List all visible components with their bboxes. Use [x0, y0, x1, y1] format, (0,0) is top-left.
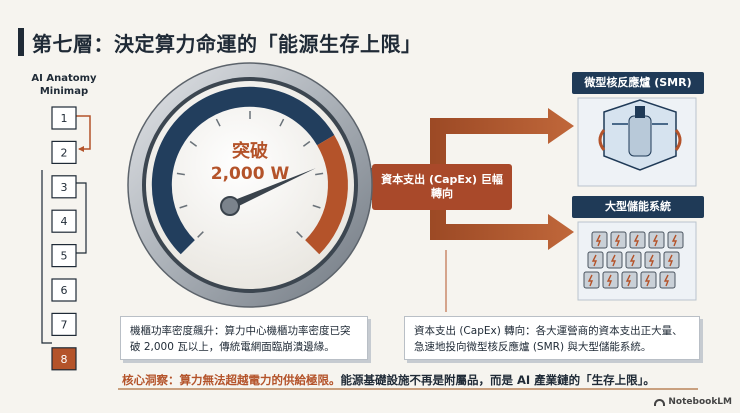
core-insight-text: 能源基礎設施不再是附屬品，而是 AI 產業鏈的「生存上限」。: [340, 373, 655, 387]
description-rack-power: 機櫃功率密度飆升：算力中心機櫃功率密度已突破 2,000 瓦以上，傳統電網面臨崩…: [120, 316, 368, 360]
gauge-label: 突破 2,000 W: [200, 140, 300, 186]
minimap-bracket: [76, 182, 87, 254]
gauge-tick: [315, 172, 324, 176]
minimap-item-5: 5: [51, 244, 77, 268]
panel-header-storage: 大型儲能系統: [572, 196, 704, 218]
lightning-icon: [633, 234, 640, 247]
capex-banner: [372, 164, 512, 210]
battery-cell-icon: [591, 231, 608, 249]
lightning-icon: [644, 274, 651, 287]
gauge-tick: [176, 172, 185, 176]
minimap-box: [51, 106, 77, 130]
gauge-tick: [179, 204, 188, 209]
gauge-tick: [279, 118, 285, 127]
lightning-icon: [648, 254, 655, 267]
gauge-tick: [189, 140, 198, 147]
smr-illustration: [577, 97, 697, 187]
battery-cell-icon: [659, 271, 676, 289]
core-insight: 核心洞察：算力無法超越電力的供給極限。能源基礎設施不再是附屬品，而是 AI 產業…: [122, 372, 655, 388]
minimap-item-7: 7: [51, 312, 77, 336]
minimap-label: 8: [61, 353, 68, 366]
lightning-icon: [667, 254, 674, 267]
watermark-text: NotebookLM: [668, 397, 732, 407]
battery-cell-icon: [663, 251, 680, 269]
battery-cell-icon: [640, 271, 657, 289]
minimap-item-3: 3: [51, 175, 77, 199]
battery-cell-icon: [648, 231, 665, 249]
minimap-label: 1: [61, 112, 68, 125]
core-insight-highlight: 核心洞察：算力無法超越電力的供給極限。: [122, 373, 341, 387]
watermark: NotebookLM: [654, 397, 732, 407]
gauge-arc-normal: [151, 86, 335, 255]
lightning-icon: [652, 234, 659, 247]
gauge-tick: [312, 204, 321, 209]
gauge-arc-danger: [304, 135, 348, 255]
minimap-item-4: 4: [51, 209, 77, 233]
minimap-box: [51, 312, 77, 336]
gauge-tick: [215, 118, 221, 127]
minimap-box: [51, 175, 77, 199]
lightning-icon: [614, 234, 621, 247]
battery-cell-icon: [583, 271, 600, 289]
minimap-label: 2: [61, 146, 68, 159]
battery-cell-icon: [606, 251, 623, 269]
minimap-label: 7: [61, 318, 68, 331]
gauge-hub: [220, 196, 240, 216]
lightning-icon: [671, 234, 678, 247]
title-accent-bar: [18, 28, 24, 56]
battery-cell-icon: [667, 231, 684, 249]
minimap-label: 4: [61, 215, 68, 228]
minimap-box: [51, 347, 77, 371]
minimap-item-1: 1: [51, 106, 77, 130]
gauge-tick: [302, 140, 311, 147]
lightning-icon: [663, 274, 670, 287]
battery-cell-icon: [629, 231, 646, 249]
minimap-connector-right: [76, 115, 91, 150]
page-title: 第七層：決定算力命運的「能源生存上限」: [32, 32, 422, 56]
capex-label: 資本支出 (CapEx) 巨幅轉向: [381, 173, 503, 200]
gauge-needle: [229, 168, 316, 210]
minimap-label: 5: [61, 250, 68, 263]
panel-header-smr: 微型核反應爐 (SMR): [572, 72, 704, 94]
gauge-label-value: 2,000 W: [210, 164, 290, 184]
gauge-ticks: [176, 111, 324, 238]
battery-cell-icon: [587, 251, 604, 269]
minimap-connector-left: [41, 170, 52, 344]
minimap-box: [51, 278, 77, 302]
battery-cell-icon: [644, 251, 661, 269]
gauge-tick: [296, 231, 303, 238]
lightning-icon: [610, 254, 617, 267]
minimap-title: AI Anatomy Minimap: [31, 73, 97, 97]
minimap-item-2: 2: [51, 140, 77, 164]
minimap-label: 3: [61, 181, 68, 194]
lightning-icon: [595, 234, 602, 247]
minimap-item-8: 8: [51, 347, 77, 371]
minimap-box: [51, 209, 77, 233]
battery-cell-icon: [602, 271, 619, 289]
gauge-tick: [197, 231, 204, 238]
minimap-label: 6: [61, 284, 68, 297]
insight-underline: [118, 388, 698, 390]
storage-illustration: [577, 221, 697, 301]
minimap-box: [51, 140, 77, 164]
gauge-label-line1: 突破: [232, 141, 268, 162]
lightning-icon: [591, 254, 598, 267]
lightning-icon: [606, 274, 613, 287]
battery-cell-icon: [625, 251, 642, 269]
lightning-icon: [587, 274, 594, 287]
description-capex: 資本支出 (CapEx) 轉向：各大運營商的資本支出正大量、急速地投向微型核反應…: [404, 316, 700, 360]
battery-cell-icon: [621, 271, 638, 289]
minimap-arrow-icon: [78, 146, 84, 152]
minimap-box: [51, 244, 77, 268]
lightning-icon: [629, 254, 636, 267]
minimap-item-6: 6: [51, 278, 77, 302]
notebooklm-logo-icon: [654, 398, 666, 406]
battery-cell-icon: [610, 231, 627, 249]
lightning-icon: [625, 274, 632, 287]
